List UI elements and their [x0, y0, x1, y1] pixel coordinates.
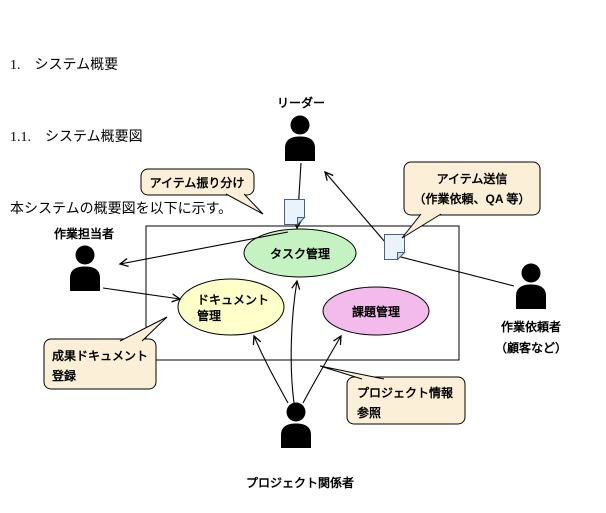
callout-box	[140, 168, 255, 196]
intro-text: 本システムの概要図を以下に示す。	[10, 202, 233, 217]
callout-tail	[119, 316, 168, 342]
document-header: 1. システム概要 1.1. システム概要図 本システムの概要図を以下に示す。	[10, 6, 232, 270]
callout-tail	[401, 213, 442, 239]
callout-box	[403, 161, 541, 216]
usecase-document-management-label-line1: ドキュメント	[197, 293, 269, 307]
leader-actor-label: リーダー	[277, 95, 325, 110]
callout-box	[43, 338, 157, 390]
leader-actor-icon	[285, 115, 315, 161]
callout-deliverable-register-text-line2: 登録	[51, 368, 77, 383]
arrow-worker-to-document	[102, 287, 182, 303]
stakeholder-actor-label: プロジェクト関係者	[246, 475, 354, 490]
usecase-document-management	[177, 278, 285, 336]
worker-actor-icon	[70, 245, 100, 291]
callout-tail	[225, 193, 264, 215]
usecase-issue-management	[322, 286, 430, 336]
section-heading: 1. システム概要	[10, 58, 119, 73]
callout-deliverable-register-text-line1: 成果ドキュメント	[52, 348, 148, 363]
note-folded-corner	[397, 252, 406, 261]
callout-project-info: プロジェクト情報 参照	[319, 365, 466, 425]
arrow-stakeholder-to-document	[252, 334, 289, 404]
usecase-document-management-label-line2: 管理	[197, 308, 221, 323]
requester-actor-label: 作業依頼者	[501, 319, 561, 334]
callout-item-send: アイテム送信 （作業依頼、QA 等）	[401, 161, 541, 239]
callout-deliverable-register: 成果ドキュメント 登録	[43, 316, 168, 390]
callout-item-send-text-line2: （作業依頼、QA 等）	[414, 191, 531, 206]
subsection-heading: 1.1. システム概要図	[10, 130, 143, 145]
callout-project-info-text-line1: プロジェクト情報	[357, 385, 454, 400]
requester-actor-sublabel: （顧客など）	[495, 340, 567, 355]
note-folded-corner	[297, 217, 306, 226]
arrow-stakeholder-to-issue	[302, 334, 342, 404]
usecase-issue-management-label: 課題管理	[352, 304, 400, 319]
stakeholder-actor-icon	[281, 402, 311, 448]
requester-actor-icon	[516, 263, 546, 309]
callout-item-send-text-line1: アイテム送信	[437, 171, 508, 186]
document-note-icon	[384, 234, 406, 261]
arrow-stakeholder-to-task	[290, 279, 301, 404]
worker-actor-label: 作業担当者	[54, 226, 114, 241]
callout-tail	[319, 365, 385, 380]
callout-item-dispatch: アイテム振り分け	[140, 168, 264, 215]
arrow-task-to-worker	[118, 231, 289, 268]
document-note-icon	[284, 199, 306, 226]
callout-box	[346, 376, 466, 425]
callout-project-info-text-line2: 参照	[357, 405, 381, 420]
callout-item-dispatch-text: アイテム振り分け	[150, 175, 245, 190]
usecase-task-management-label: タスク管理	[270, 246, 330, 261]
